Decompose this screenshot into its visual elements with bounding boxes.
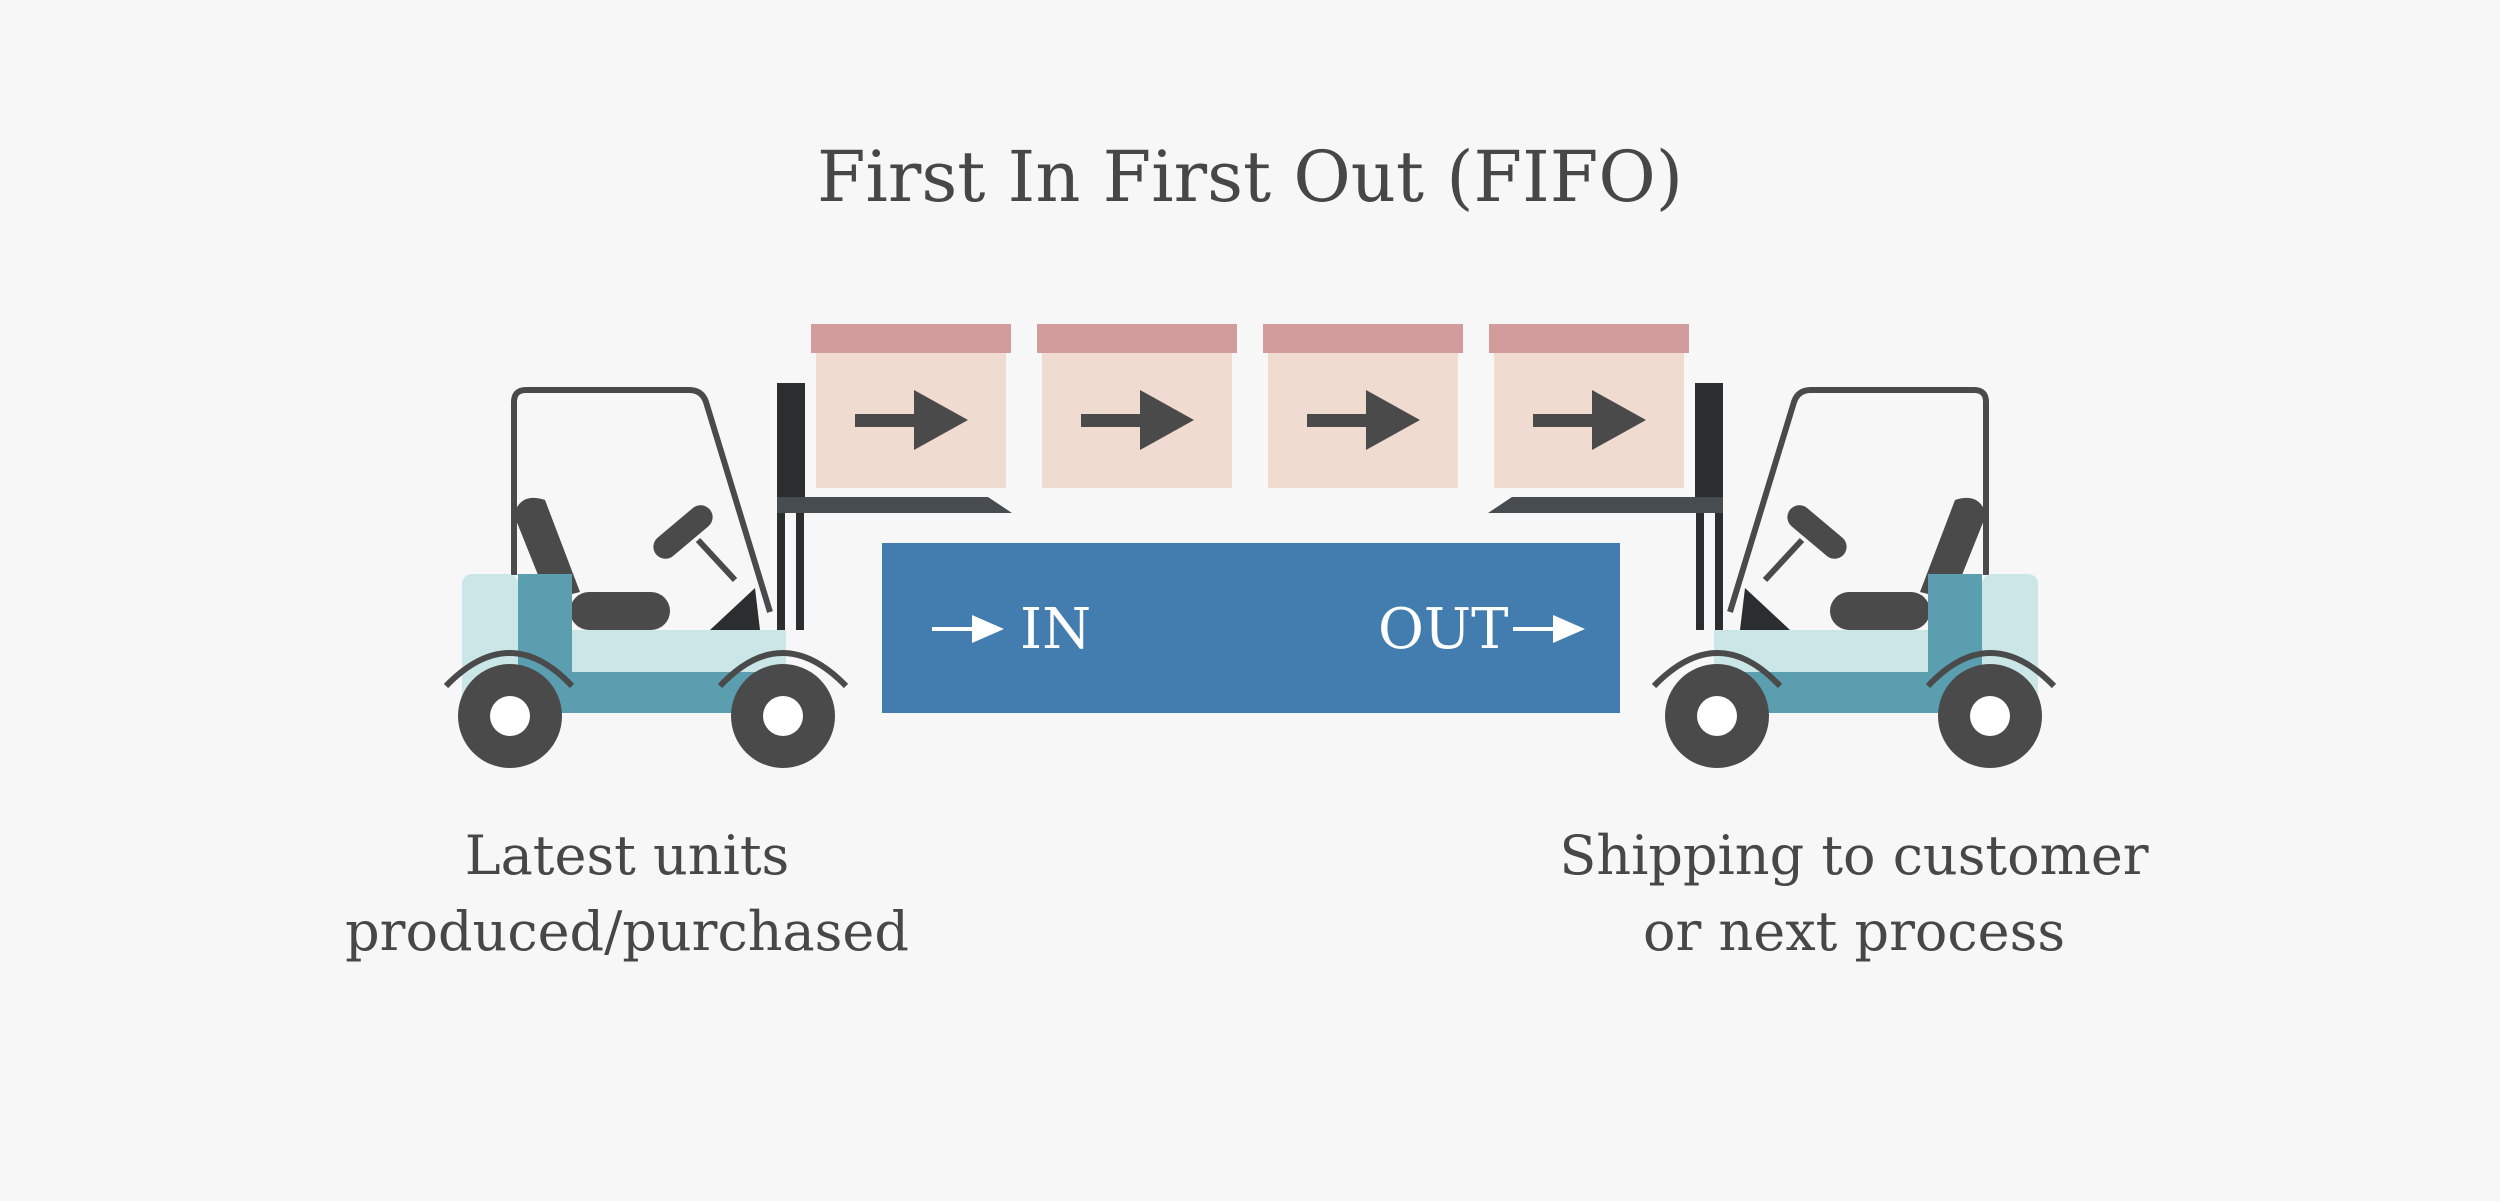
diagram-title: First In First Out (FIFO)	[816, 136, 1684, 218]
box-icon	[811, 324, 1011, 488]
box-icon	[1263, 324, 1463, 488]
in-arrow-icon	[932, 615, 1004, 643]
arrow-right-icon	[1081, 390, 1194, 450]
caption-line: Latest units	[464, 824, 790, 887]
forklift-right-icon	[1488, 383, 2057, 768]
box-icon	[1489, 324, 1689, 488]
caption-line: produced/purchased	[345, 900, 909, 963]
conveyor: IN OUT	[882, 543, 1620, 713]
caption-out-side: Shipping to customer or next process	[1504, 818, 2204, 970]
arrow-right-icon	[855, 390, 968, 450]
box-row	[811, 324, 1689, 488]
box-icon	[1037, 324, 1237, 488]
arrow-right-icon	[1533, 390, 1646, 450]
in-label: IN	[1020, 597, 1091, 662]
forklift-left-icon	[443, 383, 1012, 768]
caption-line: or next process	[1642, 900, 2066, 963]
arrow-right-icon	[1307, 390, 1420, 450]
out-arrow-icon	[1513, 615, 1585, 643]
caption-in-side: Latest units produced/purchased	[277, 818, 977, 970]
caption-line: Shipping to customer	[1559, 824, 2149, 887]
out-label: OUT	[1378, 597, 1508, 662]
